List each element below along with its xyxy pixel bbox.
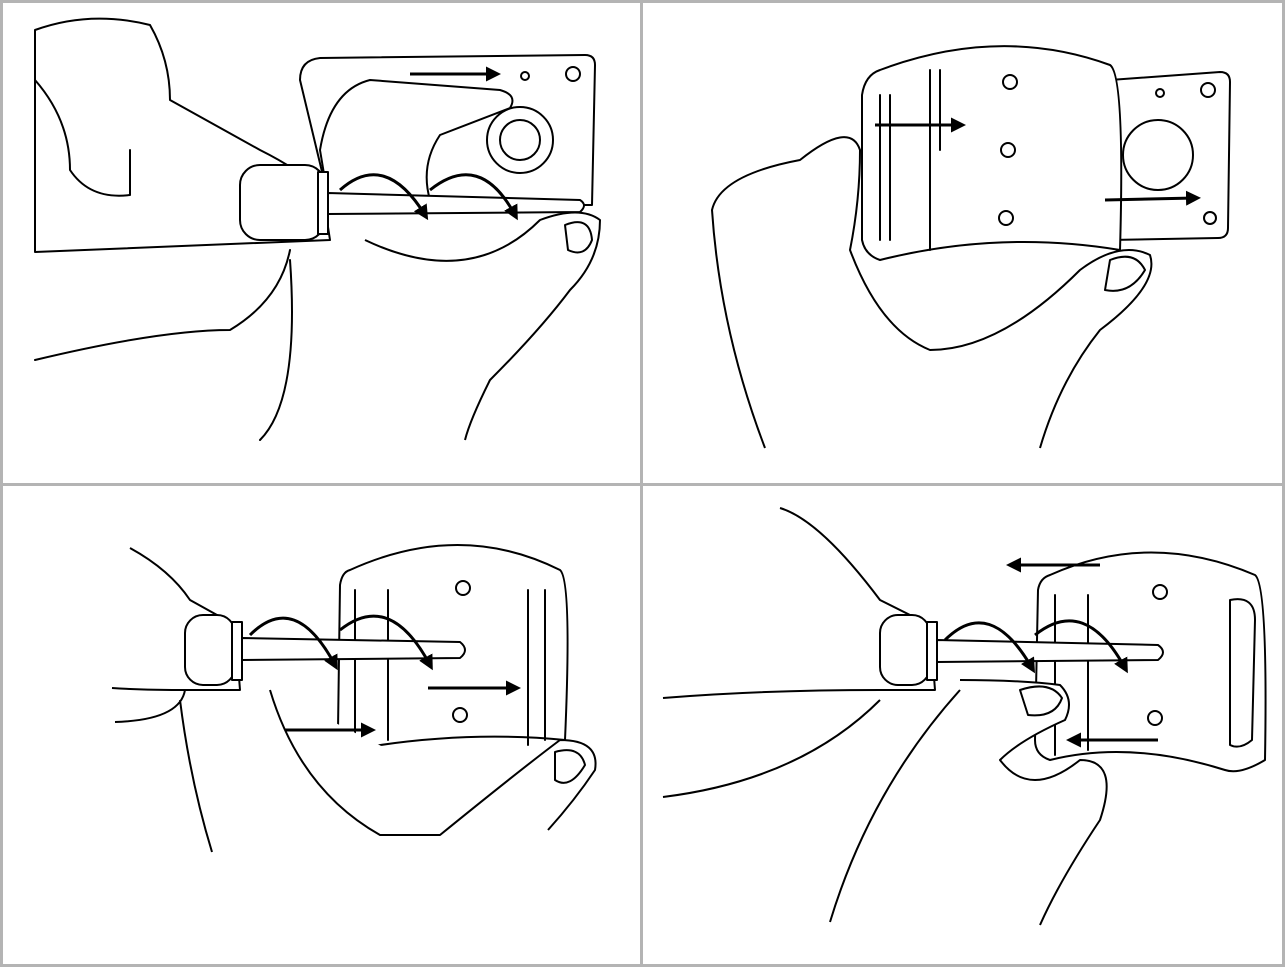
mounting-plate xyxy=(1109,71,1231,241)
rotate-arrow-2 xyxy=(1034,619,1128,674)
screwdriver-handle xyxy=(239,164,326,241)
bracket xyxy=(1034,551,1267,773)
rotate-arrow-2 xyxy=(339,614,433,671)
plate-hole xyxy=(1200,82,1216,98)
rotate-arrow-1 xyxy=(339,173,429,221)
bracket-hole xyxy=(998,210,1014,226)
screwdriver-collar xyxy=(317,171,329,235)
bracket-hand xyxy=(319,79,514,211)
right-hand xyxy=(269,689,597,836)
bracket-slot xyxy=(1054,594,1256,756)
plate-hub xyxy=(486,106,554,174)
bracket-slot xyxy=(879,69,941,251)
rotate-arrow-1 xyxy=(943,621,1035,674)
bracket-hole xyxy=(452,707,468,723)
bracket-hole xyxy=(455,580,471,596)
left-hand xyxy=(662,507,936,798)
panel-3-tighten-screws xyxy=(111,544,597,853)
thumbnail xyxy=(1104,255,1146,292)
plate-hole xyxy=(1203,211,1217,225)
plate-hole xyxy=(1155,88,1165,98)
bracket-hole xyxy=(1147,710,1163,726)
left-hand xyxy=(111,547,241,853)
screwdriver-handle xyxy=(879,614,931,686)
slide-arrow-2 xyxy=(1104,190,1201,206)
thumbnail xyxy=(1019,685,1063,717)
panel-1-unscrew-bracket xyxy=(34,17,601,441)
plate-hub xyxy=(1122,119,1194,191)
plate-hole xyxy=(520,71,530,81)
hand xyxy=(711,136,1153,449)
plate-hub-inner xyxy=(499,119,541,161)
screwdriver-collar xyxy=(231,621,243,681)
thumbnail xyxy=(564,221,593,254)
rotate-arrow-1 xyxy=(248,616,338,671)
left-hand-fingers xyxy=(34,79,293,441)
bracket-hole xyxy=(1152,584,1168,600)
right-hand xyxy=(364,211,601,441)
screwdriver-shaft xyxy=(936,639,1164,663)
bracket-hole xyxy=(1000,142,1016,158)
screwdriver-shaft xyxy=(241,637,466,661)
right-hand xyxy=(829,679,1108,926)
panel-4-remove-bracket xyxy=(662,507,1267,926)
rotate-arrow-2 xyxy=(429,173,518,221)
screwdriver-collar xyxy=(926,621,938,681)
thumbnail xyxy=(554,749,586,784)
bracket-hole xyxy=(1002,74,1018,90)
bracket-slot xyxy=(354,589,546,746)
screwdriver-handle xyxy=(184,614,236,686)
bracket xyxy=(861,45,1123,261)
plate-hole xyxy=(565,66,581,82)
panel-2-slide-bracket xyxy=(711,45,1231,449)
